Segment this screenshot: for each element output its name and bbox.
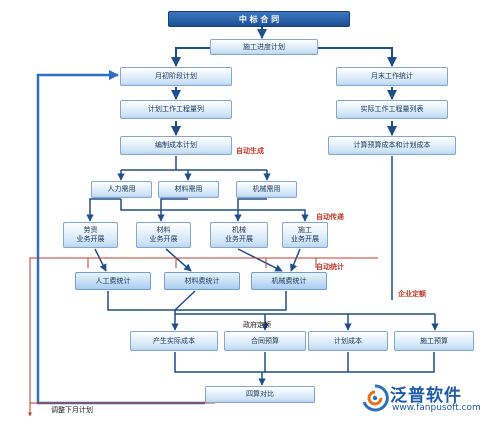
node-labor-business: 劳资 业务开展 [63, 222, 118, 248]
node-month-end-stat: 月末工作统计 [336, 67, 448, 86]
node-contract-budget: 合同预算 [224, 331, 306, 351]
node-early-month-plan: 月初阶段计划 [120, 67, 232, 86]
node-construction-budget: 施工预算 [394, 331, 474, 351]
node-material-business: 材料 业务开展 [136, 222, 191, 248]
node-labor-cost-stat: 人工费统计 [75, 272, 151, 290]
node-material-demand: 材料需用 [158, 181, 219, 198]
logo-url: www.fanpusoft.com [392, 403, 481, 413]
node-budget-cost-calc: 计算预算成本和计划成本 [328, 136, 456, 155]
node-material-cost-stat: 材料费统计 [164, 272, 240, 290]
node-prepare-cost-plan: 编制成本计划 [120, 136, 232, 155]
node-four-way-compare: 四算对比 [205, 386, 315, 403]
logo-name: 泛普软件 [390, 386, 462, 406]
annotation-gov-quota: 政府定额 [243, 321, 271, 329]
fanpu-logo: 泛普软件 www.fanpusoft.com [360, 381, 481, 421]
node-machinery-demand: 机械需用 [236, 181, 297, 198]
annotation-auto-transfer: 自动传递 [316, 213, 344, 221]
node-contract: 中 标 合 同 [168, 11, 350, 27]
node-schedule-plan: 施工进度计划 [210, 39, 318, 55]
node-labor-demand: 人力需用 [91, 181, 152, 198]
annotation-auto-stat: 自动统计 [316, 263, 344, 271]
node-plan-quantity-list: 计划工作工程量列 [120, 100, 232, 119]
node-machinery-business: 机械 业务开展 [210, 222, 268, 248]
node-construction-business: 施工 业务开展 [282, 222, 328, 248]
annotation-auto-generate: 自动生成 [236, 147, 264, 155]
node-machinery-cost-stat: 机械费统计 [251, 272, 327, 290]
fanpu-swirl-logo-icon [362, 384, 389, 412]
annotation-adjust-next-month: 调整下月计划 [51, 406, 93, 414]
annotation-enterprise-quota: 企业定额 [398, 290, 426, 298]
node-actual-cost: 产生实际成本 [130, 331, 218, 351]
node-planned-cost: 计划成本 [308, 331, 388, 351]
node-actual-quantity-list: 实际工作工程量列表 [336, 100, 448, 119]
